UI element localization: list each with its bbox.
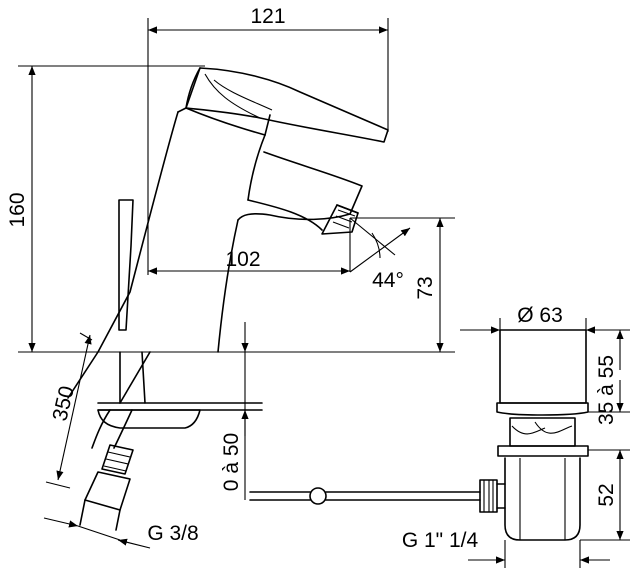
dimension-deck-thickness: 0 à 50 — [220, 433, 243, 491]
dimension-waste-upper-range: 35 à 55 — [595, 355, 618, 425]
dimension-top-width: 121 — [250, 5, 285, 28]
dimension-hose-length: 350 — [49, 384, 79, 423]
dimension-lines — [18, 18, 630, 568]
dimension-total-height: 160 — [6, 192, 29, 227]
faucet-body — [67, 67, 389, 531]
dimension-angle: 44° — [372, 269, 404, 292]
dimension-waste-diameter: Ø 63 — [517, 304, 563, 327]
dimension-waste-lower: 52 — [595, 483, 618, 506]
waste-assembly — [249, 329, 589, 541]
dimension-waste-thread: G 1" 1/4 — [402, 529, 479, 552]
dimension-hose-thread: G 3/8 — [147, 522, 198, 545]
dimension-reach: 102 — [225, 248, 260, 271]
dimension-spout-height: 73 — [414, 276, 437, 299]
